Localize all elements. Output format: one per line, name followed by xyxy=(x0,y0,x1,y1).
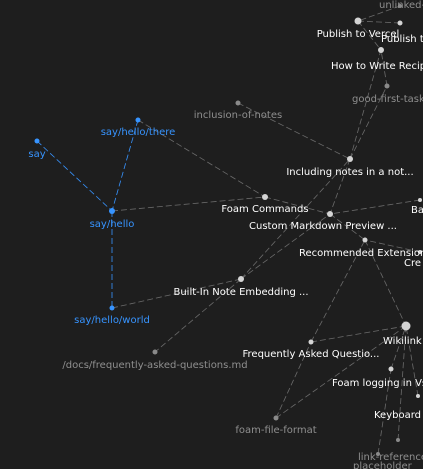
graph-node-label-wikilinks[interactable]: Wikilink xyxy=(383,336,422,347)
graph-edge-ba-custom-md-preview xyxy=(329,199,421,215)
graph-node-label-say-hello[interactable]: say/hello xyxy=(90,219,135,230)
graph-edge-builtin-embedding-faq-doc xyxy=(154,278,242,353)
graph-node-label-including-notes[interactable]: Including notes in a not... xyxy=(286,167,413,178)
graph-node-label-publish-vercel[interactable]: Publish to Vercel xyxy=(317,29,400,40)
graph-edge-recommended-ext-wikilinks xyxy=(364,239,407,327)
graph-edge-foam-commands-custom-md-preview xyxy=(264,196,331,215)
graph-node-label-custom-md-preview[interactable]: Custom Markdown Preview ... xyxy=(249,221,397,232)
graph-node-foam-logging[interactable] xyxy=(388,366,394,372)
graph-nodes xyxy=(34,4,422,456)
graph-edge-keyboard-wikilinks xyxy=(405,325,419,397)
graph-edge-faq-recommended-ext xyxy=(310,239,366,343)
graph-node-label-keyboard[interactable]: Keyboard xyxy=(374,410,421,421)
graph-edges xyxy=(36,5,421,455)
graph-edge-builtin-embedding-including-notes xyxy=(240,158,351,280)
graph-node-inclusion-of-notes[interactable] xyxy=(235,100,241,106)
graph-edge-say-hello-world-builtin-embedding xyxy=(111,278,242,309)
graph-edge-foam-file-format-faq xyxy=(275,341,312,419)
graph-edge-cre-recommended-ext xyxy=(364,239,421,253)
graph-node-label-cre[interactable]: Cre xyxy=(404,258,421,269)
graph-node-label-recommended-ext[interactable]: Recommended Extension xyxy=(299,248,423,259)
graph-node-label-placeholder[interactable]: placeholder xyxy=(353,461,413,469)
graph-node-custom-md-preview[interactable] xyxy=(327,211,333,217)
graph-node-label-write-recipes[interactable]: How to Write Recip xyxy=(331,61,423,72)
graph-node-label-ba[interactable]: Ba xyxy=(411,205,423,216)
graph-node-keyboard[interactable] xyxy=(416,394,420,398)
graph-edge-say-hello-there-say-hello xyxy=(111,119,139,212)
graph-node-unlinked[interactable] xyxy=(398,4,402,8)
graph-node-label-say-hello-world[interactable]: say/hello/world xyxy=(74,315,150,326)
graph-edge-link-reference-wikilinks xyxy=(397,325,407,441)
graph-node-link-reference[interactable] xyxy=(396,438,400,442)
graph-node-label-good-first-task[interactable]: good-first-task xyxy=(352,94,423,105)
graph-node-cre[interactable] xyxy=(418,250,422,254)
graph-node-placeholder[interactable] xyxy=(376,452,380,456)
graph-edge-including-notes-custom-md-preview xyxy=(329,158,351,215)
graph-edge-good-first-task-write-recipes xyxy=(380,49,388,87)
graph-edge-say-hello-foam-commands xyxy=(111,196,266,212)
graph-node-say-hello-world[interactable] xyxy=(109,305,115,311)
graph-node-label-say[interactable]: say xyxy=(28,149,45,160)
graph-edge-publish-vercel-write-recipes xyxy=(357,20,382,51)
graph-node-foam-file-format[interactable] xyxy=(273,415,279,421)
graph-edge-publish-vercel-publish-azure xyxy=(357,20,401,24)
graph-edge-placeholder-foam-logging xyxy=(377,368,392,455)
graph-node-say-hello-there[interactable] xyxy=(135,117,141,123)
graph-edge-foam-logging-wikilinks xyxy=(390,325,407,370)
graph-node-publish-vercel[interactable] xyxy=(354,17,362,25)
graph-edge-including-notes-write-recipes xyxy=(349,49,382,160)
graph-node-faq-doc[interactable] xyxy=(152,349,158,355)
graph-edge-say-say-hello xyxy=(36,140,113,212)
graph-node-foam-commands[interactable] xyxy=(262,194,268,200)
graph-edge-say-hello-there-foam-commands xyxy=(137,119,266,198)
graph-node-builtin-embedding[interactable] xyxy=(238,276,244,282)
graph-node-say[interactable] xyxy=(34,138,40,144)
graph-edge-inclusion-of-notes-including-notes xyxy=(237,102,351,160)
graph-node-faq[interactable] xyxy=(308,339,314,345)
graph-node-label-builtin-embedding[interactable]: Built-In Note Embedding ... xyxy=(173,287,308,298)
graph-node-label-foam-logging[interactable]: Foam logging in Vs xyxy=(332,378,423,389)
graph-node-label-foam-commands[interactable]: Foam Commands xyxy=(221,204,308,215)
graph-node-label-faq-doc[interactable]: /docs/frequently-asked-questions.md xyxy=(62,360,247,371)
graph-node-write-recipes[interactable] xyxy=(378,47,384,53)
graph-node-label-publish-azure[interactable]: Publish to Azu xyxy=(381,34,423,45)
graph-node-including-notes[interactable] xyxy=(347,156,353,162)
graph-node-label-link-reference[interactable]: link-reference xyxy=(358,452,423,463)
graph-node-wikilinks[interactable] xyxy=(401,321,411,331)
graph-edge-faq-wikilinks xyxy=(310,325,407,343)
graph-edge-including-notes-good-first-task xyxy=(349,85,388,160)
graph-node-label-say-hello-there[interactable]: say/hello/there xyxy=(101,127,176,138)
graph-edge-builtin-embedding-custom-md-preview xyxy=(240,213,331,280)
graph-node-label-foam-file-format[interactable]: foam-file-format xyxy=(235,425,316,436)
graph-node-label-inclusion-of-notes[interactable]: inclusion-of-notes xyxy=(194,110,282,121)
graph-node-publish-azure[interactable] xyxy=(397,20,403,26)
graph-node-recommended-ext[interactable] xyxy=(362,237,368,243)
graph-edge-custom-md-preview-recommended-ext xyxy=(329,213,366,241)
graph-node-ba[interactable] xyxy=(418,198,422,202)
graph-node-say-hello[interactable] xyxy=(109,208,115,214)
graph-node-good-first-task[interactable] xyxy=(384,83,390,89)
graph-node-label-faq[interactable]: Frequently Asked Questio... xyxy=(243,349,380,360)
graph-node-label-unlinked[interactable]: unlinked- xyxy=(379,0,423,11)
graph-edge-unlinked-publish-vercel xyxy=(357,5,401,22)
